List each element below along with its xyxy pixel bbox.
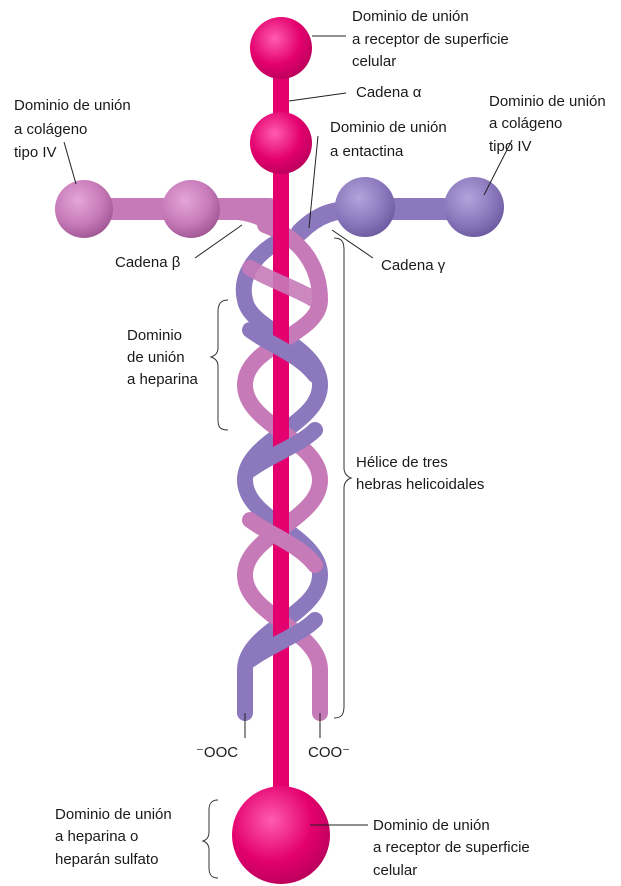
triple-helix-brace xyxy=(334,238,351,718)
label-right-collagen: Dominio de unión a colágeno tipo IV xyxy=(489,93,610,155)
beta-globular-domain-outer xyxy=(55,180,113,238)
bottom-heparin-brace xyxy=(203,800,218,878)
label-entactin: Dominio de unión a entactina xyxy=(330,119,451,160)
beta-short-arm xyxy=(55,180,280,238)
label-gamma-chain: Cadena γ xyxy=(381,257,446,274)
alpha-mid-globular-domain xyxy=(250,112,312,174)
alpha-top-globular-domain xyxy=(250,17,312,79)
gamma-globular-domain-outer xyxy=(444,177,504,237)
label-triple-helix: Hélice de tres hebras helicoidales xyxy=(356,454,484,493)
label-left-collagen: Dominio de unión a colágeno tipo IV xyxy=(14,97,135,161)
label-top-receptor: Dominio de unión a receptor de superfici… xyxy=(352,8,513,70)
label-beta-chain: Cadena β xyxy=(115,254,181,271)
label-bottom-receptor: Dominio de unión a receptor de superfici… xyxy=(373,817,534,879)
beta-globular-domain-inner xyxy=(162,180,220,238)
label-alpha-chain: Cadena α xyxy=(356,84,422,101)
alpha-bottom-globular-domain xyxy=(232,786,330,884)
gamma-short-arm xyxy=(300,177,504,237)
label-c-terminal: COO⁻ xyxy=(308,744,350,761)
gamma-globular-domain-inner xyxy=(335,177,395,237)
label-bottom-heparin: Dominio de unión a heparina o heparán su… xyxy=(55,806,176,868)
label-heparin: Dominio de unión a heparina xyxy=(127,327,199,388)
label-n-terminal: ⁻OOC xyxy=(196,744,238,761)
heparin-brace xyxy=(211,300,228,430)
